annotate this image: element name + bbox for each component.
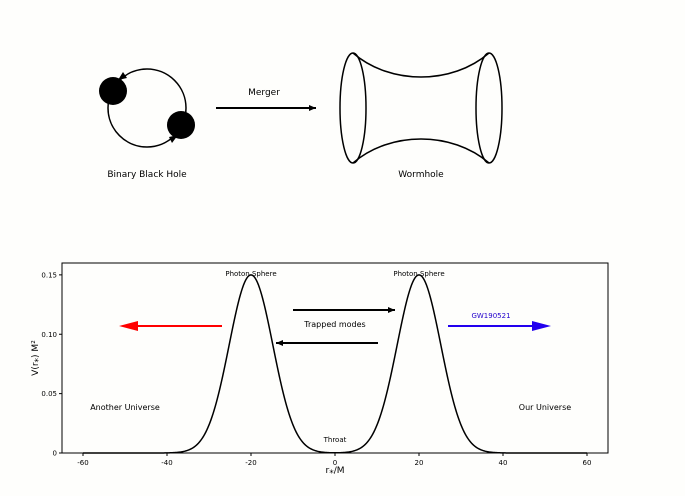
x-tick-label: 0 (333, 459, 337, 467)
another-universe-label: Another Universe (90, 403, 160, 412)
wormhole-label: Wormhole (398, 170, 444, 180)
photon-sphere-left-label: Photon Sphere (225, 270, 276, 278)
x-tick-label: -20 (245, 459, 256, 467)
plot-frame (61, 262, 609, 454)
x-tick-label: 40 (499, 459, 508, 467)
x-tick-label: -60 (77, 459, 88, 467)
potential-plot: -60 -40 -20 0 20 40 60 0 0.05 0.10 0.15 r⁎/M V(r⁎… (31, 262, 609, 476)
x-tick-label: -40 (161, 459, 172, 467)
y-ticks: 0 0.05 0.10 0.15 (41, 271, 62, 458)
y-tick-label: 0.15 (41, 271, 57, 279)
y-tick-label: 0.05 (41, 390, 57, 398)
our-universe-label: Our Universe (519, 403, 571, 412)
wormhole-top-edge (352, 52, 490, 78)
black-hole-1 (99, 77, 127, 105)
merger-label: Merger (248, 88, 280, 98)
gw-label: GW190521 (471, 312, 510, 320)
throat-label: Throat (323, 436, 347, 444)
photon-sphere-right-label: Photon Sphere (393, 270, 444, 278)
blue-arrow-head (532, 321, 551, 331)
wormhole-left-mouth (339, 52, 367, 164)
x-axis-label: r⁎/M (326, 466, 345, 476)
x-tick-label: 60 (583, 459, 592, 467)
black-hole-2 (167, 111, 195, 139)
binary-black-hole: Binary Black Hole (99, 68, 195, 180)
red-arrow-head (119, 321, 138, 331)
trapped-modes-label: Trapped modes (303, 320, 365, 329)
orbit-arrowhead-top (118, 72, 127, 80)
y-tick-label: 0.10 (41, 331, 57, 339)
wormhole (339, 52, 503, 164)
potential-curve (83, 274, 587, 454)
wormhole-bottom-edge (352, 138, 490, 164)
y-tick-label: 0 (53, 450, 57, 458)
merger-arrow-group: Merger (216, 88, 316, 111)
binary-label: Binary Black Hole (107, 170, 187, 180)
x-tick-label: 20 (415, 459, 424, 467)
wormhole-right-mouth (475, 52, 503, 164)
x-ticks: -60 -40 -20 0 20 40 60 (77, 453, 591, 467)
orbit-circle (107, 68, 187, 148)
y-axis-label: V(r⁎) M² (31, 340, 41, 376)
